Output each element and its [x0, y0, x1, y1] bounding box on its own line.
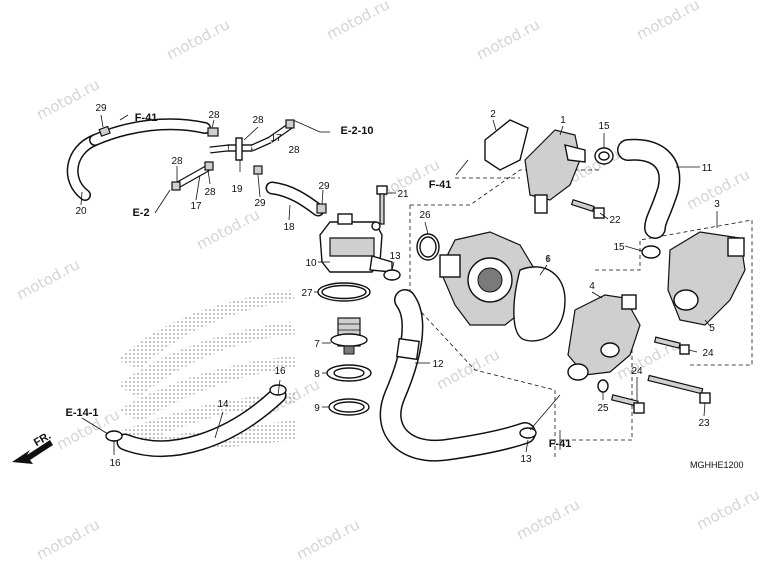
- callout-24-lower: 24: [631, 366, 643, 377]
- callout-27: 27: [301, 288, 313, 299]
- callout-5: 5: [709, 323, 715, 334]
- callout-28-d: 28: [171, 156, 183, 167]
- watermark: motod.ru: [633, 0, 702, 44]
- callout-15-top: 15: [598, 121, 610, 132]
- thermostat-cover-1: [524, 129, 586, 214]
- hose-14: [105, 384, 287, 457]
- wing-logo-graphic: [118, 290, 296, 455]
- ref-f41-top: F-41: [135, 112, 158, 124]
- gasket-6: [513, 266, 566, 342]
- watermark: motod.ru: [13, 255, 82, 303]
- front-arrow-icon: [12, 440, 53, 464]
- callout-29-a: 29: [95, 103, 107, 114]
- watermark: motod.ru: [33, 75, 102, 123]
- callout-26: 26: [419, 210, 431, 221]
- diagram-code: MGHHE1200: [690, 460, 744, 470]
- hose-20: [66, 118, 211, 201]
- watermark: motod.ru: [163, 15, 232, 63]
- ref-e14-1: E-14-1: [65, 407, 98, 419]
- watermark: motod.ru: [693, 485, 762, 533]
- clip-13-upper: [383, 269, 401, 281]
- callout-15-lower: 15: [613, 242, 625, 253]
- callout-10: 10: [305, 258, 317, 269]
- callout-14: 14: [217, 399, 229, 410]
- callout-22: 22: [609, 215, 621, 226]
- callout-29-c: 29: [318, 181, 330, 192]
- watermark: motod.ru: [33, 515, 102, 563]
- callout-8: 8: [314, 369, 320, 380]
- leader-lines: [80, 114, 718, 455]
- bolt-23: [647, 374, 711, 404]
- gasket-2: [484, 119, 529, 171]
- callout-16-left: 16: [109, 458, 121, 469]
- hose-12: [379, 289, 536, 462]
- callout-24-right: 24: [702, 348, 714, 359]
- ref-f41-mid: F-41: [429, 179, 452, 191]
- watermark: motod.ru: [193, 205, 262, 253]
- watermark: motod.ru: [513, 495, 582, 543]
- callout-3: 3: [714, 199, 720, 210]
- callout-7: 7: [314, 339, 320, 350]
- callout-13-upper: 13: [389, 251, 401, 262]
- ref-e2-10: E-2-10: [340, 125, 373, 137]
- callouts: 1 2 3 4 5 6 7 8 9 10 11 12 13 13 14 15 1…: [75, 103, 720, 469]
- thermostat-housing-10: [319, 213, 393, 273]
- callout-6: 6: [545, 254, 551, 265]
- callout-9: 9: [314, 403, 320, 414]
- ref-f41-bottom: F-41: [549, 438, 572, 450]
- pump-housing-4: [567, 294, 641, 381]
- water-pump-cover-3: [667, 231, 746, 326]
- callout-17-left: 17: [190, 201, 202, 212]
- bolt-21: [376, 185, 388, 225]
- callout-28-a: 28: [208, 110, 220, 121]
- callout-2: 2: [490, 109, 496, 120]
- clip-15-lower: [641, 245, 661, 259]
- hose-18: [265, 181, 327, 217]
- bolt-24-right: [653, 336, 690, 355]
- small-hoses-group: [98, 119, 295, 191]
- ref-e2: E-2: [132, 207, 149, 219]
- callout-4: 4: [589, 281, 595, 292]
- callout-23: 23: [698, 418, 710, 429]
- bolt-24-lower: [610, 394, 645, 414]
- callout-28-c: 28: [288, 145, 300, 156]
- watermark: motod.ru: [293, 515, 362, 563]
- callout-13-lower: 13: [520, 454, 532, 465]
- callout-28-b: 28: [252, 115, 264, 126]
- callout-16-right: 16: [274, 366, 286, 377]
- watermark: motod.ru: [323, 0, 392, 44]
- water-pump-body: [439, 231, 536, 326]
- callout-21: 21: [397, 189, 409, 200]
- washer-25: [597, 379, 609, 393]
- callout-20: 20: [75, 206, 87, 217]
- callout-12: 12: [432, 359, 444, 370]
- callout-18: 18: [283, 222, 295, 233]
- hose-11: [617, 138, 681, 239]
- callout-25: 25: [597, 403, 609, 414]
- callout-17-right: 17: [270, 133, 282, 144]
- bolt-22: [570, 198, 605, 219]
- callout-28-e: 28: [204, 187, 216, 198]
- watermark: motod.ru: [433, 345, 502, 393]
- watermark: motod.ru: [473, 15, 542, 63]
- clip-13-lower: [519, 427, 537, 439]
- watermark-layer: motod.ru motod.ru motod.ru motod.ru moto…: [13, 0, 762, 564]
- callout-11: 11: [702, 163, 713, 174]
- callout-29-b: 29: [254, 198, 266, 209]
- thermostat-7: [330, 317, 368, 355]
- callout-1: 1: [560, 115, 566, 126]
- callout-19: 19: [231, 184, 243, 195]
